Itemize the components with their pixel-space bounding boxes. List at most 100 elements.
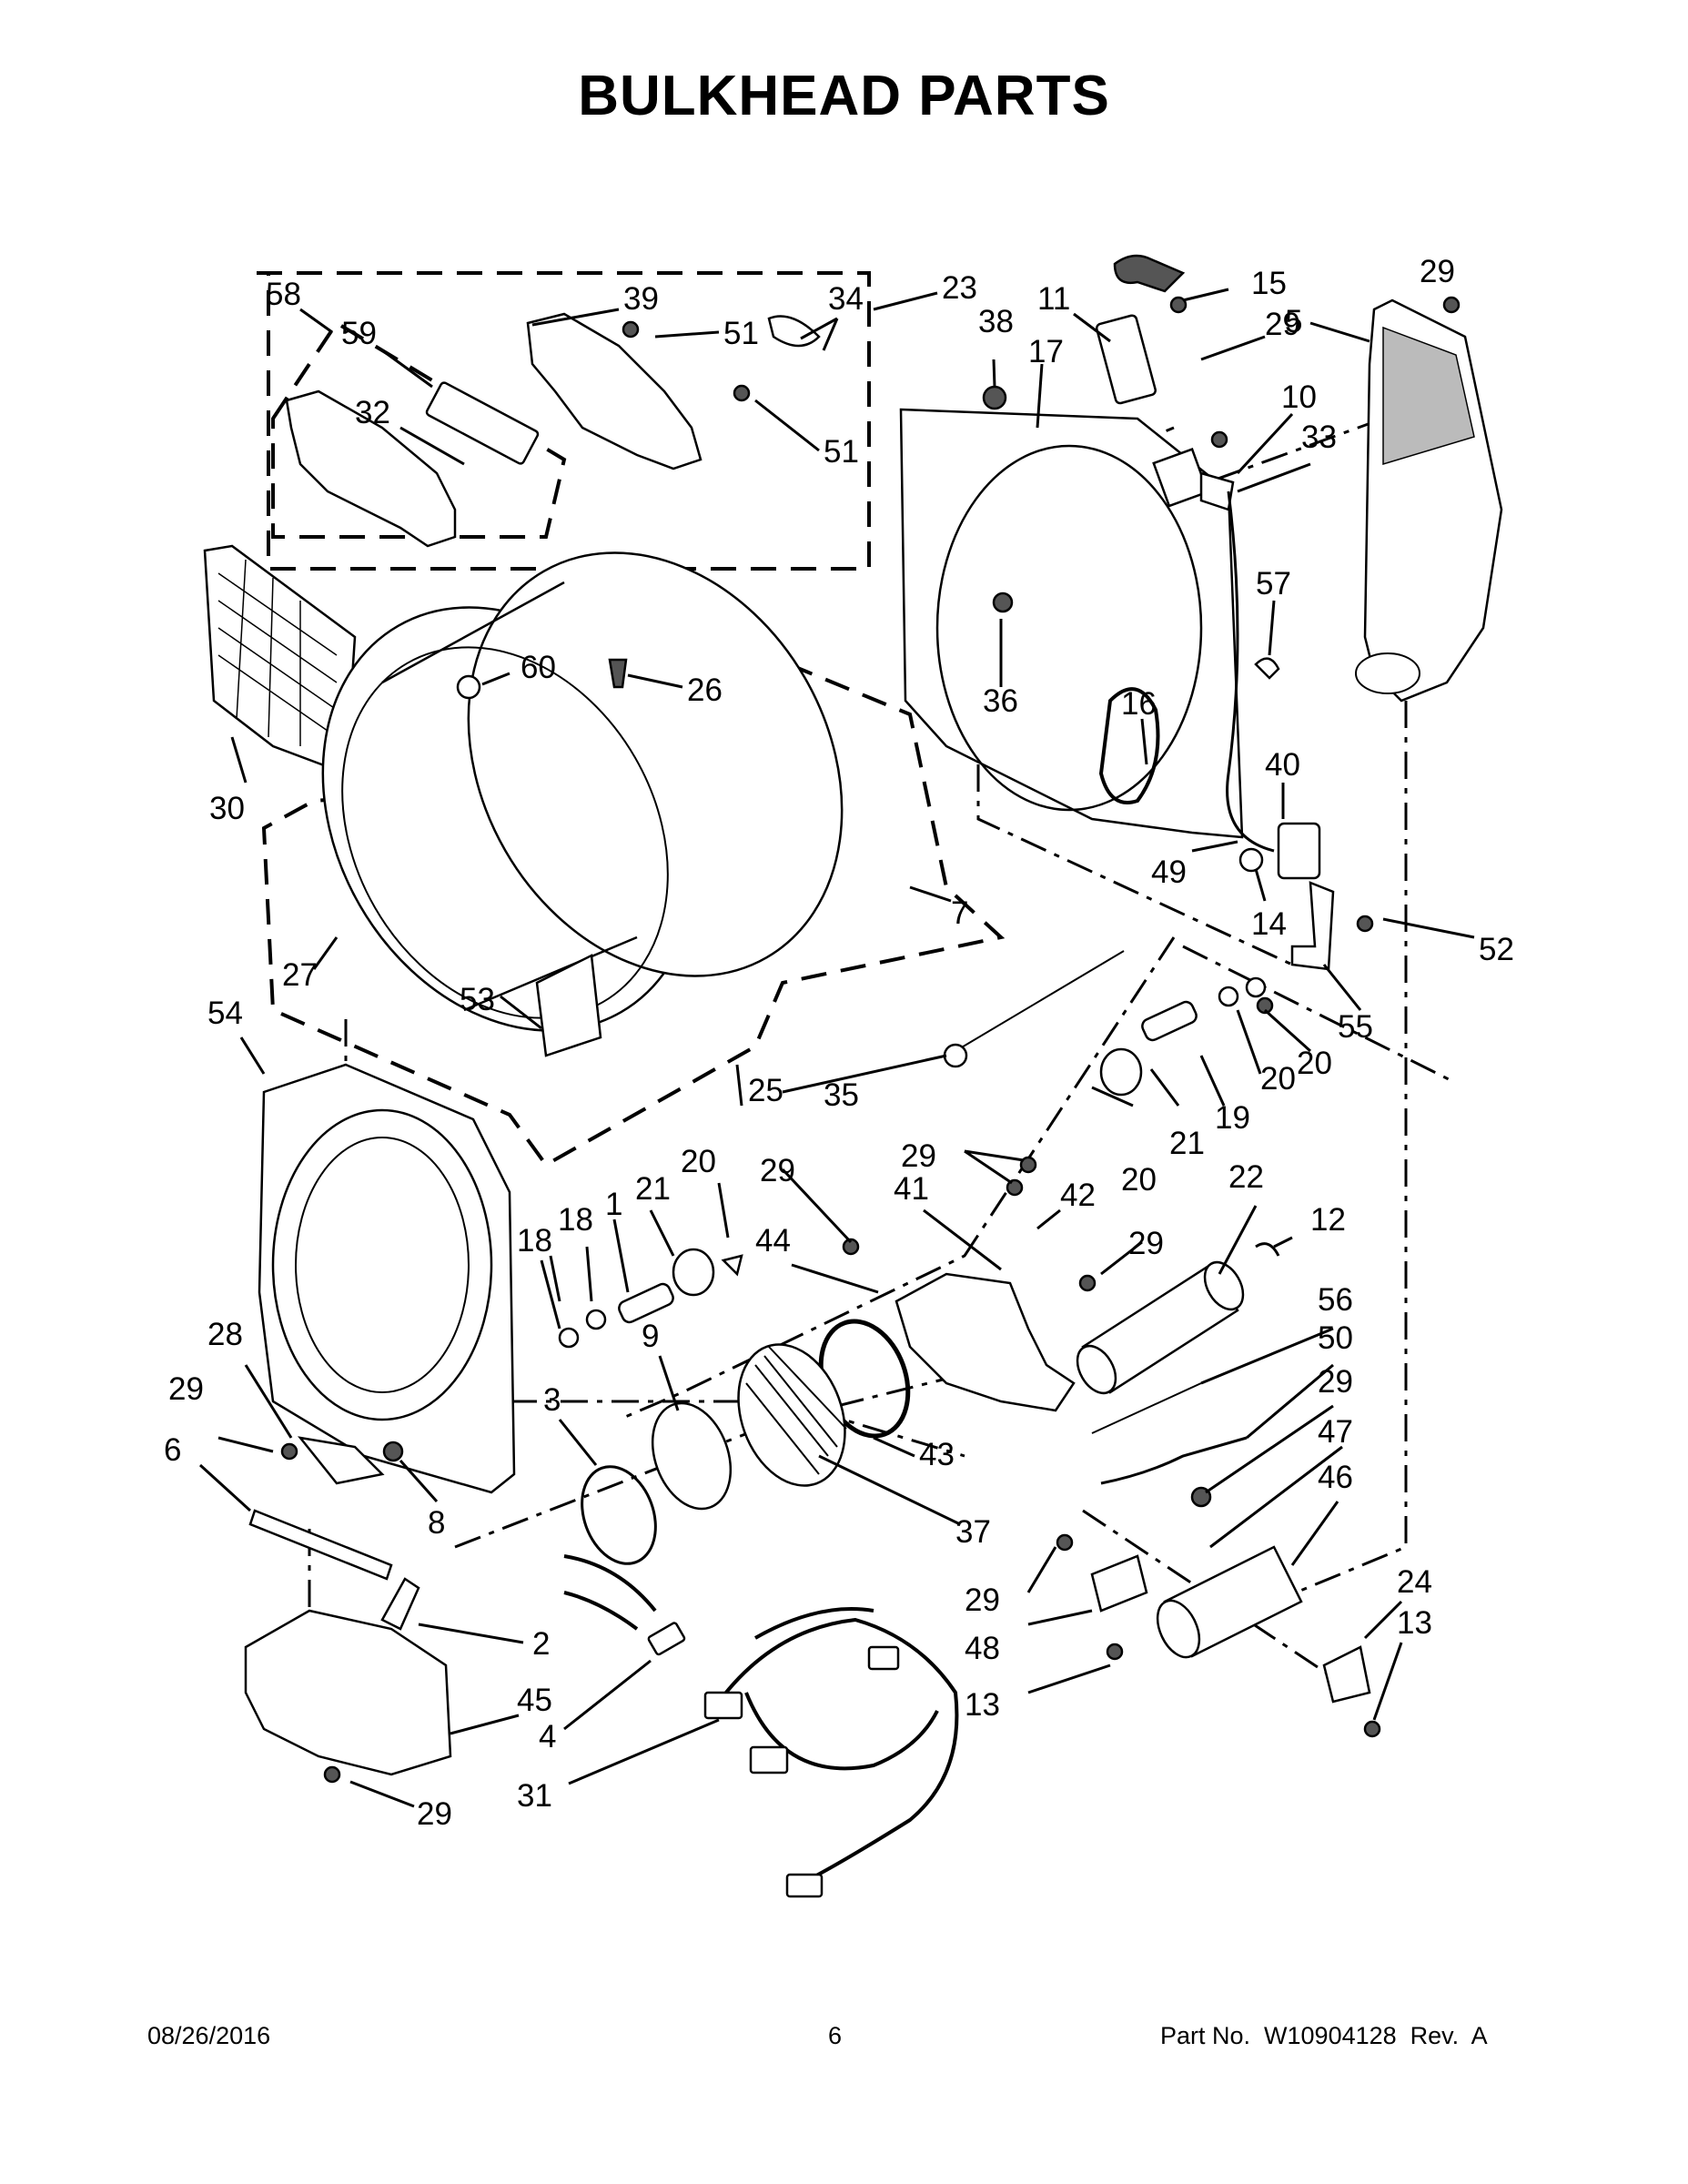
callout-4: 4 <box>539 1719 556 1754</box>
callout-29: 29 <box>1318 1364 1353 1400</box>
roller-assembly-front <box>558 1248 743 1349</box>
nut-part-38 <box>982 385 1007 410</box>
rear-bulkhead-part-17 <box>899 408 1244 839</box>
callout-25: 25 <box>748 1073 783 1108</box>
callout-30: 30 <box>209 791 245 826</box>
footer-part-number: Part No. W10904128 Rev. A <box>1160 2022 1488 2049</box>
callout-21: 21 <box>635 1171 671 1207</box>
bracket-part-48 <box>1090 1554 1148 1613</box>
wire-part-35 <box>955 950 1125 1052</box>
blower-housing-part-44 <box>895 1272 1076 1412</box>
callout-29: 29 <box>965 1582 1000 1618</box>
clamp-part-12 <box>1255 1242 1280 1257</box>
callout-14: 14 <box>1251 906 1287 942</box>
spring-part-34 <box>767 315 821 348</box>
callout-56: 56 <box>1318 1282 1353 1318</box>
callout-50: 50 <box>1318 1320 1353 1356</box>
callout-31: 31 <box>517 1778 552 1814</box>
callout-27: 27 <box>282 957 318 993</box>
ring-part-3 <box>581 1465 657 1565</box>
axis-line-3 <box>618 936 1176 1421</box>
callout-43: 43 <box>919 1437 955 1472</box>
inner-group-box <box>271 320 567 539</box>
callout-33: 33 <box>1301 420 1337 455</box>
callout-1: 1 <box>605 1187 622 1222</box>
wire-part-50 <box>1100 1436 1248 1485</box>
page-title: BULKHEAD PARTS <box>578 65 1110 127</box>
callout-57: 57 <box>1256 566 1291 602</box>
callout-24: 24 <box>1397 1564 1432 1600</box>
plug-part-60 <box>456 674 481 700</box>
callout-55: 55 <box>1338 1009 1373 1045</box>
callout-39: 39 <box>623 281 659 317</box>
roller-assembly-rear <box>1099 976 1267 1097</box>
callout-29: 29 <box>417 1796 452 1832</box>
callout-41: 41 <box>894 1171 929 1207</box>
callout-18: 18 <box>517 1223 552 1259</box>
callout-59: 59 <box>341 316 377 351</box>
plate-part-10 <box>1152 448 1209 508</box>
wire-part-56 <box>1091 1382 1202 1434</box>
fitting-part-33 <box>1199 471 1235 511</box>
callout-29: 29 <box>1128 1226 1164 1261</box>
callout-12: 12 <box>1310 1202 1346 1238</box>
callout-29: 29 <box>901 1138 936 1174</box>
callout-8: 8 <box>428 1505 445 1541</box>
callout-13: 13 <box>965 1687 1000 1723</box>
axis-line-7 <box>454 1372 965 1549</box>
tube-part-46 <box>1156 1545 1303 1659</box>
lint-screen-housing-part-39 <box>526 312 702 470</box>
callout-21: 21 <box>1169 1126 1205 1161</box>
screw-part-36 <box>992 592 1014 613</box>
sensor-bar-part-59 <box>425 381 540 465</box>
callout-23: 23 <box>942 270 977 306</box>
bracket-part-11 <box>1095 314 1157 405</box>
callout-6: 6 <box>164 1432 181 1468</box>
callout-29: 29 <box>1265 307 1300 342</box>
footer-page-number: 6 <box>828 2022 843 2049</box>
callout-51: 51 <box>723 316 759 351</box>
duct-part-45 <box>244 1609 452 1776</box>
thermistor-part-35 <box>943 1043 968 1068</box>
callout-44: 44 <box>755 1223 791 1259</box>
screws-part-29 <box>280 296 1461 1784</box>
harness-part-4 <box>563 1554 686 1656</box>
callout-15: 15 <box>1251 266 1287 301</box>
callout-11: 11 <box>1037 281 1070 317</box>
footer-date: 08/26/2016 <box>147 2022 271 2049</box>
callout-20: 20 <box>681 1144 716 1179</box>
callout-20: 20 <box>1260 1061 1296 1097</box>
baffle-part-53 <box>535 954 602 1057</box>
callout-34: 34 <box>828 281 864 317</box>
callout-7: 7 <box>951 895 968 931</box>
harness-part-31 <box>703 1607 959 1898</box>
callout-labels: 58 39 34 23 11 15 29 5 59 51 38 17 29 10… <box>164 254 1514 1832</box>
callout-22: 22 <box>1228 1159 1264 1195</box>
callout-51: 51 <box>824 434 859 470</box>
front-bulkhead-part-54 <box>258 1063 516 1494</box>
seal-part-9 <box>651 1401 733 1511</box>
callout-26: 26 <box>687 672 723 708</box>
nut-part-8 <box>382 1441 404 1462</box>
callout-16: 16 <box>1121 686 1157 722</box>
callout-54: 54 <box>207 996 243 1031</box>
callout-37: 37 <box>955 1514 991 1550</box>
callout-3: 3 <box>543 1382 561 1418</box>
callout-2: 2 <box>532 1626 550 1662</box>
leader-lines <box>198 288 1475 1808</box>
callout-45: 45 <box>517 1683 552 1718</box>
callout-29: 29 <box>168 1371 204 1407</box>
bracket-part-6 <box>248 1509 393 1581</box>
valve-part-40 <box>1277 822 1321 880</box>
axis-line-2 <box>1273 701 1408 1603</box>
callout-46: 46 <box>1318 1460 1353 1495</box>
upper-left-group-box <box>257 271 871 571</box>
callout-32: 32 <box>355 395 390 430</box>
callout-28: 28 <box>207 1317 243 1352</box>
callout-53: 53 <box>460 982 495 1017</box>
fitting-part-14 <box>1238 847 1264 873</box>
callout-5: 5 <box>1285 304 1302 339</box>
igniter-part-24 <box>1322 1645 1371 1704</box>
callout-49: 49 <box>1151 854 1187 890</box>
